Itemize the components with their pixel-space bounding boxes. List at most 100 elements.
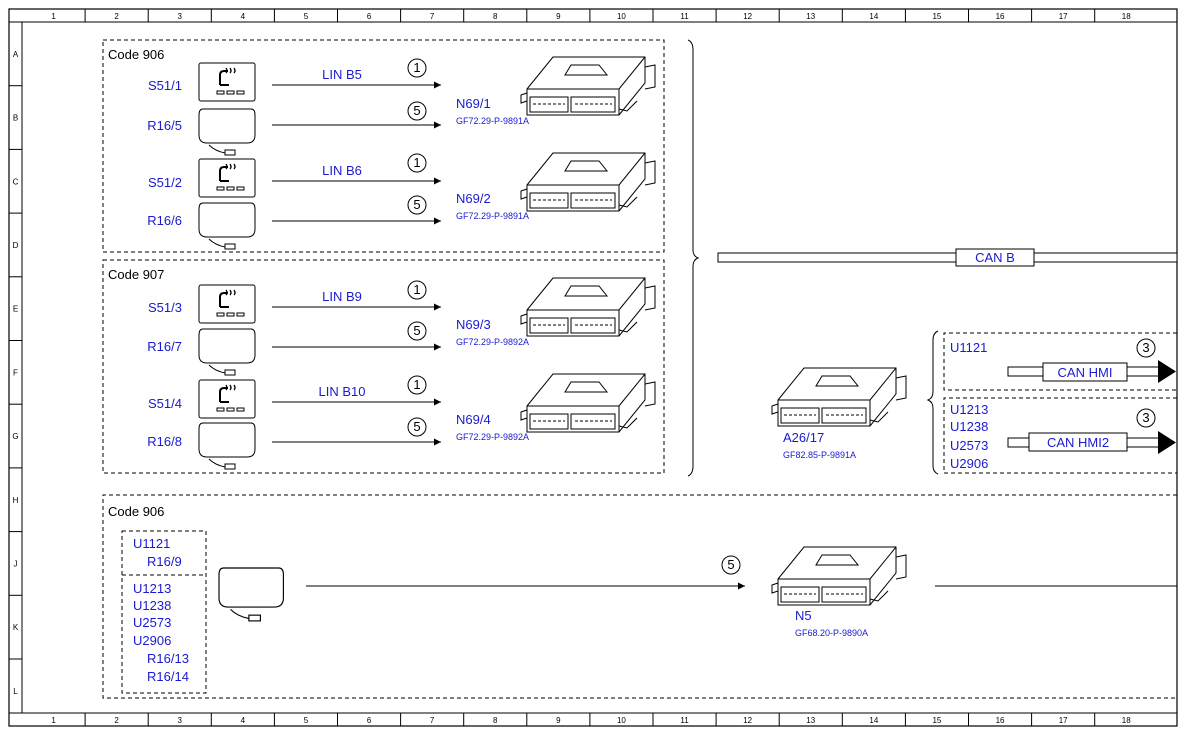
marker-1: 1	[413, 60, 420, 75]
column-ref-top: 9	[556, 12, 561, 21]
column-ref-top: 4	[241, 12, 246, 21]
column-ref-bottom: 6	[367, 716, 372, 725]
group-title-code-907: Code 907	[108, 267, 164, 282]
column-ref-bottom: 13	[806, 716, 815, 725]
column-ref-top: 13	[806, 12, 815, 21]
seat-heater-mat-icon	[198, 422, 256, 470]
control-unit-icon	[520, 152, 656, 212]
hmi-upper-code: U1121	[950, 340, 987, 355]
marker-10: 3	[1142, 410, 1149, 425]
seat-heater-switch-icon	[198, 379, 256, 419]
column-ref-top: 3	[178, 12, 183, 21]
unit-label-n69-3: N69/3	[456, 317, 491, 332]
variant-code-2: U1238	[133, 598, 171, 613]
column-ref-bottom: 12	[743, 716, 752, 725]
group-box-code-907	[102, 259, 665, 474]
row-ref: J	[14, 559, 18, 568]
switch-label-s51-2: S51/2	[148, 175, 182, 190]
heater-label-r16-7: R16/7	[147, 339, 182, 354]
seat-heater-mat-icon	[198, 108, 256, 156]
control-unit-icon	[771, 546, 907, 606]
column-ref-bottom: 5	[304, 716, 309, 725]
row-ref: E	[13, 305, 18, 314]
row-ref: F	[13, 368, 18, 377]
column-ref-bottom: 4	[241, 716, 246, 725]
row-ref: A	[13, 50, 19, 59]
group-title-code-906-lower: Code 906	[108, 504, 164, 519]
unit-ref-n69-2: GF72.29-P-9891A	[456, 211, 529, 221]
marker-11: 5	[727, 557, 734, 572]
row-ref: K	[13, 623, 19, 632]
seat-heater-switch-icon	[198, 284, 256, 324]
switch-label-s51-3: S51/3	[148, 300, 182, 315]
heater-label-r16-6: R16/6	[147, 213, 182, 228]
unit-ref-a26-17: GF82.85-P-9891A	[783, 450, 856, 460]
variant-code-top: U1121	[133, 536, 170, 551]
row-ref: G	[12, 432, 18, 441]
variant-component-2: R16/14	[147, 669, 189, 684]
control-unit-icon	[520, 56, 656, 116]
hmi-lower-code-3: U2573	[950, 438, 988, 453]
variant-component-1: R16/13	[147, 651, 189, 666]
row-ref: D	[13, 241, 19, 250]
column-ref-bottom: 9	[556, 716, 561, 725]
unit-label-n69-2: N69/2	[456, 191, 491, 206]
column-ref-bottom: 17	[1059, 716, 1068, 725]
marker-5: 1	[413, 282, 420, 297]
row-ref: L	[13, 687, 18, 696]
marker-8: 5	[413, 419, 420, 434]
column-ref-top: 2	[114, 12, 119, 21]
unit-ref-n69-3: GF72.29-P-9892A	[456, 337, 529, 347]
hmi-upper-box	[943, 332, 1177, 391]
variant-code-4: U2906	[133, 633, 171, 648]
row-ref: H	[13, 496, 19, 505]
seat-heater-switch-icon	[198, 62, 256, 102]
column-ref-bottom: 2	[114, 716, 119, 725]
seat-heater-mat-icon	[198, 202, 256, 250]
heater-label-r16-8: R16/8	[147, 434, 182, 449]
column-ref-bottom: 8	[493, 716, 498, 725]
can-b-label: CAN B	[975, 250, 1015, 265]
row-ref: C	[13, 177, 19, 186]
hmi-brace	[926, 330, 939, 475]
column-ref-top: 1	[51, 12, 56, 21]
lin-bus-label-b9: LIN B9	[322, 289, 362, 304]
column-ref-top: 15	[932, 12, 941, 21]
column-ref-top: 8	[493, 12, 498, 21]
column-ref-bottom: 18	[1122, 716, 1131, 725]
column-ref-bottom: 3	[178, 716, 183, 725]
lin-bus-label-b10: LIN B10	[319, 384, 366, 399]
column-ref-bottom: 10	[617, 716, 626, 725]
column-ref-top: 11	[680, 12, 689, 21]
control-unit-icon	[771, 367, 907, 427]
column-ref-bottom: 11	[680, 716, 689, 725]
switch-label-s51-4: S51/4	[148, 396, 182, 411]
column-ref-top: 14	[869, 12, 878, 21]
marker-6: 5	[413, 323, 420, 338]
frame	[8, 8, 1178, 727]
variant-box	[121, 530, 207, 694]
hmi-lower-code-1: U1213	[950, 402, 988, 417]
row-ref: B	[13, 114, 18, 123]
seat-heater-switch-icon	[198, 158, 256, 198]
hmi-lower-code-2: U1238	[950, 419, 988, 434]
column-ref-top: 6	[367, 12, 372, 21]
can-b-bus	[717, 252, 1178, 263]
variant-code-1: U1213	[133, 581, 171, 596]
seat-heater-mat-icon	[198, 328, 256, 376]
heater-label-r16-5: R16/5	[147, 118, 182, 133]
marker-4: 5	[413, 197, 420, 212]
column-ref-top: 10	[617, 12, 626, 21]
unit-label-a26-17: A26/17	[783, 430, 824, 445]
switch-label-s51-1: S51/1	[148, 78, 182, 93]
control-unit-icon	[520, 373, 656, 433]
unit-label-n69-4: N69/4	[456, 412, 491, 427]
lin-bus-label-b6: LIN B6	[322, 163, 362, 178]
lin-bus-label-b5: LIN B5	[322, 67, 362, 82]
marker-7: 1	[413, 377, 420, 392]
unit-ref-n5: GF68.20-P-9890A	[795, 628, 868, 638]
group-brace	[687, 39, 700, 477]
marker-2: 5	[413, 103, 420, 118]
can-hmi-label: CAN HMI	[1058, 365, 1113, 380]
